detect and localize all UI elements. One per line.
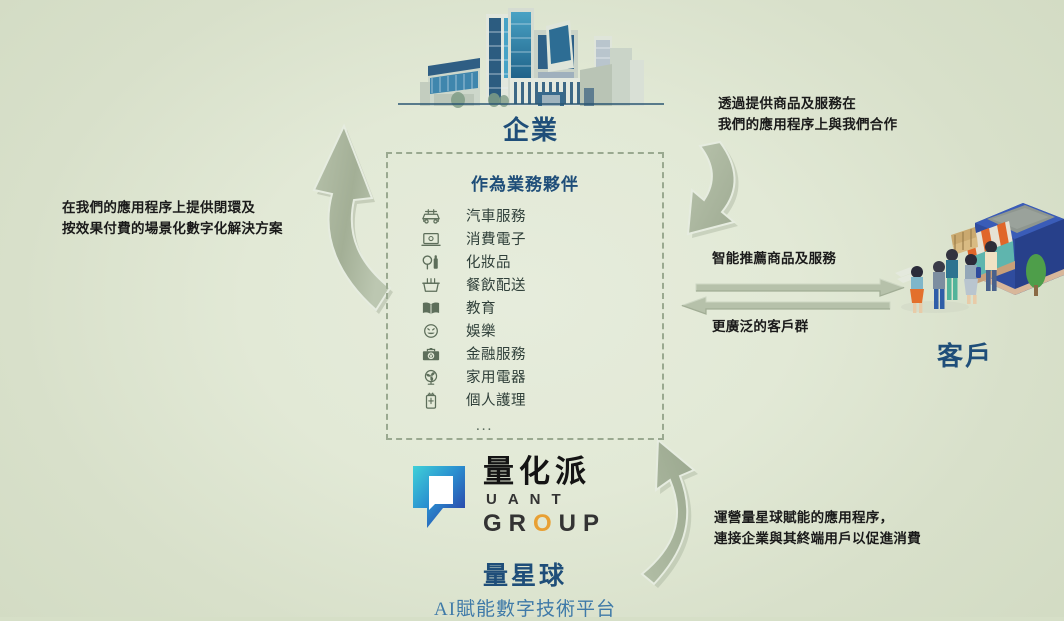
fan-icon [414, 366, 448, 387]
money-icon [414, 343, 448, 364]
annotation-mid-upper: 智能推薦商品及服務 [712, 251, 837, 266]
annotation-bottom-right: 運營量星球賦能的應用程序， 連接企業與其終端用戶以促進消費 [714, 510, 921, 546]
customers-storefront-illustration [895, 195, 1064, 330]
arrow-left-broader-customers [680, 296, 891, 315]
bidirectional-arrows-platform-customers [680, 278, 906, 315]
list-item: 教育 [414, 296, 654, 319]
list-item: 個人護理 [414, 388, 654, 411]
list-item: 消費電子 [414, 227, 654, 250]
book-icon [414, 297, 448, 318]
list-item: 餐飲配送 [414, 273, 654, 296]
enterprise-ground-line [398, 103, 664, 105]
person-figure [933, 261, 945, 309]
logo-en-line2-accent: O [533, 509, 559, 537]
node-label-customer: 客戶 [936, 342, 993, 371]
category-label: 個人護理 [466, 393, 526, 409]
toothbrush-icon [414, 389, 448, 410]
person-figure [985, 241, 997, 291]
building-cluster-icon [420, 8, 644, 108]
category-label: 家用電器 [466, 370, 526, 386]
list-item: 化妝品 [414, 250, 654, 273]
category-label: 汽車服務 [466, 209, 526, 225]
category-label: 金融服務 [466, 347, 526, 363]
platform-tagline: AI賦能數字技術平台 [433, 599, 617, 620]
person-figure [964, 254, 981, 304]
logo-en-line2-pre: GR [483, 509, 533, 537]
quant-q-speech-bubble-icon [405, 460, 473, 534]
category-label: 娛樂 [466, 324, 496, 340]
quant-group-logo: 量化派 UANT GROUP [405, 452, 645, 542]
laptop-icon [414, 228, 448, 249]
enterprise-building-illustration [398, 8, 664, 112]
person-figure [946, 249, 958, 300]
category-label: 教育 [466, 301, 496, 317]
car-icon [414, 205, 448, 226]
list-item: 家用電器 [414, 365, 654, 388]
platform-box-heading: 作為業務夥伴 [471, 175, 579, 194]
person-figure [910, 266, 924, 313]
list-item: 汽車服務 [414, 204, 654, 227]
category-label: 餐飲配送 [466, 278, 526, 294]
annotation-top-right: 透過提供商品及服務在 我們的應用程序上與我們合作 [718, 96, 898, 132]
arrow-right-recommend [695, 278, 906, 297]
node-label-platform: 量星球 [482, 563, 567, 590]
curved-arrow-enterprise-to-platform [686, 140, 739, 238]
logo-en-line2-post: UP [558, 509, 607, 537]
list-item: 娛樂 [414, 319, 654, 342]
logo-en-line2: GROUP [483, 510, 606, 538]
logo-chinese-name: 量化派 [483, 454, 591, 490]
list-item: 金融服務 [414, 342, 654, 365]
list-ellipsis: ... [476, 418, 494, 434]
annotation-mid-lower: 更廣泛的客戶群 [712, 319, 809, 334]
curved-arrow-customers-to-platform [640, 437, 698, 588]
category-label: 消費電子 [466, 232, 526, 248]
smiley-icon [414, 320, 448, 341]
business-category-list: 汽車服務 消費電子 [414, 204, 654, 435]
storefront-and-people-icon [895, 203, 1064, 313]
category-label: 化妝品 [466, 255, 511, 271]
logo-wordmark: 量化派 UANT GROUP [483, 456, 606, 538]
platform-partner-box: 作為業務夥伴 汽車服務 [386, 152, 664, 440]
node-label-enterprise: 企業 [502, 116, 559, 145]
takeout-box-icon [414, 274, 448, 295]
cosmetics-icon [414, 251, 448, 272]
curved-arrow-platform-to-enterprise [312, 123, 393, 314]
annotation-left: 在我們的應用程序上提供閉環及 按效果付費的場景化數字化解決方案 [62, 200, 283, 236]
logo-en-line1: UANT [486, 490, 572, 508]
